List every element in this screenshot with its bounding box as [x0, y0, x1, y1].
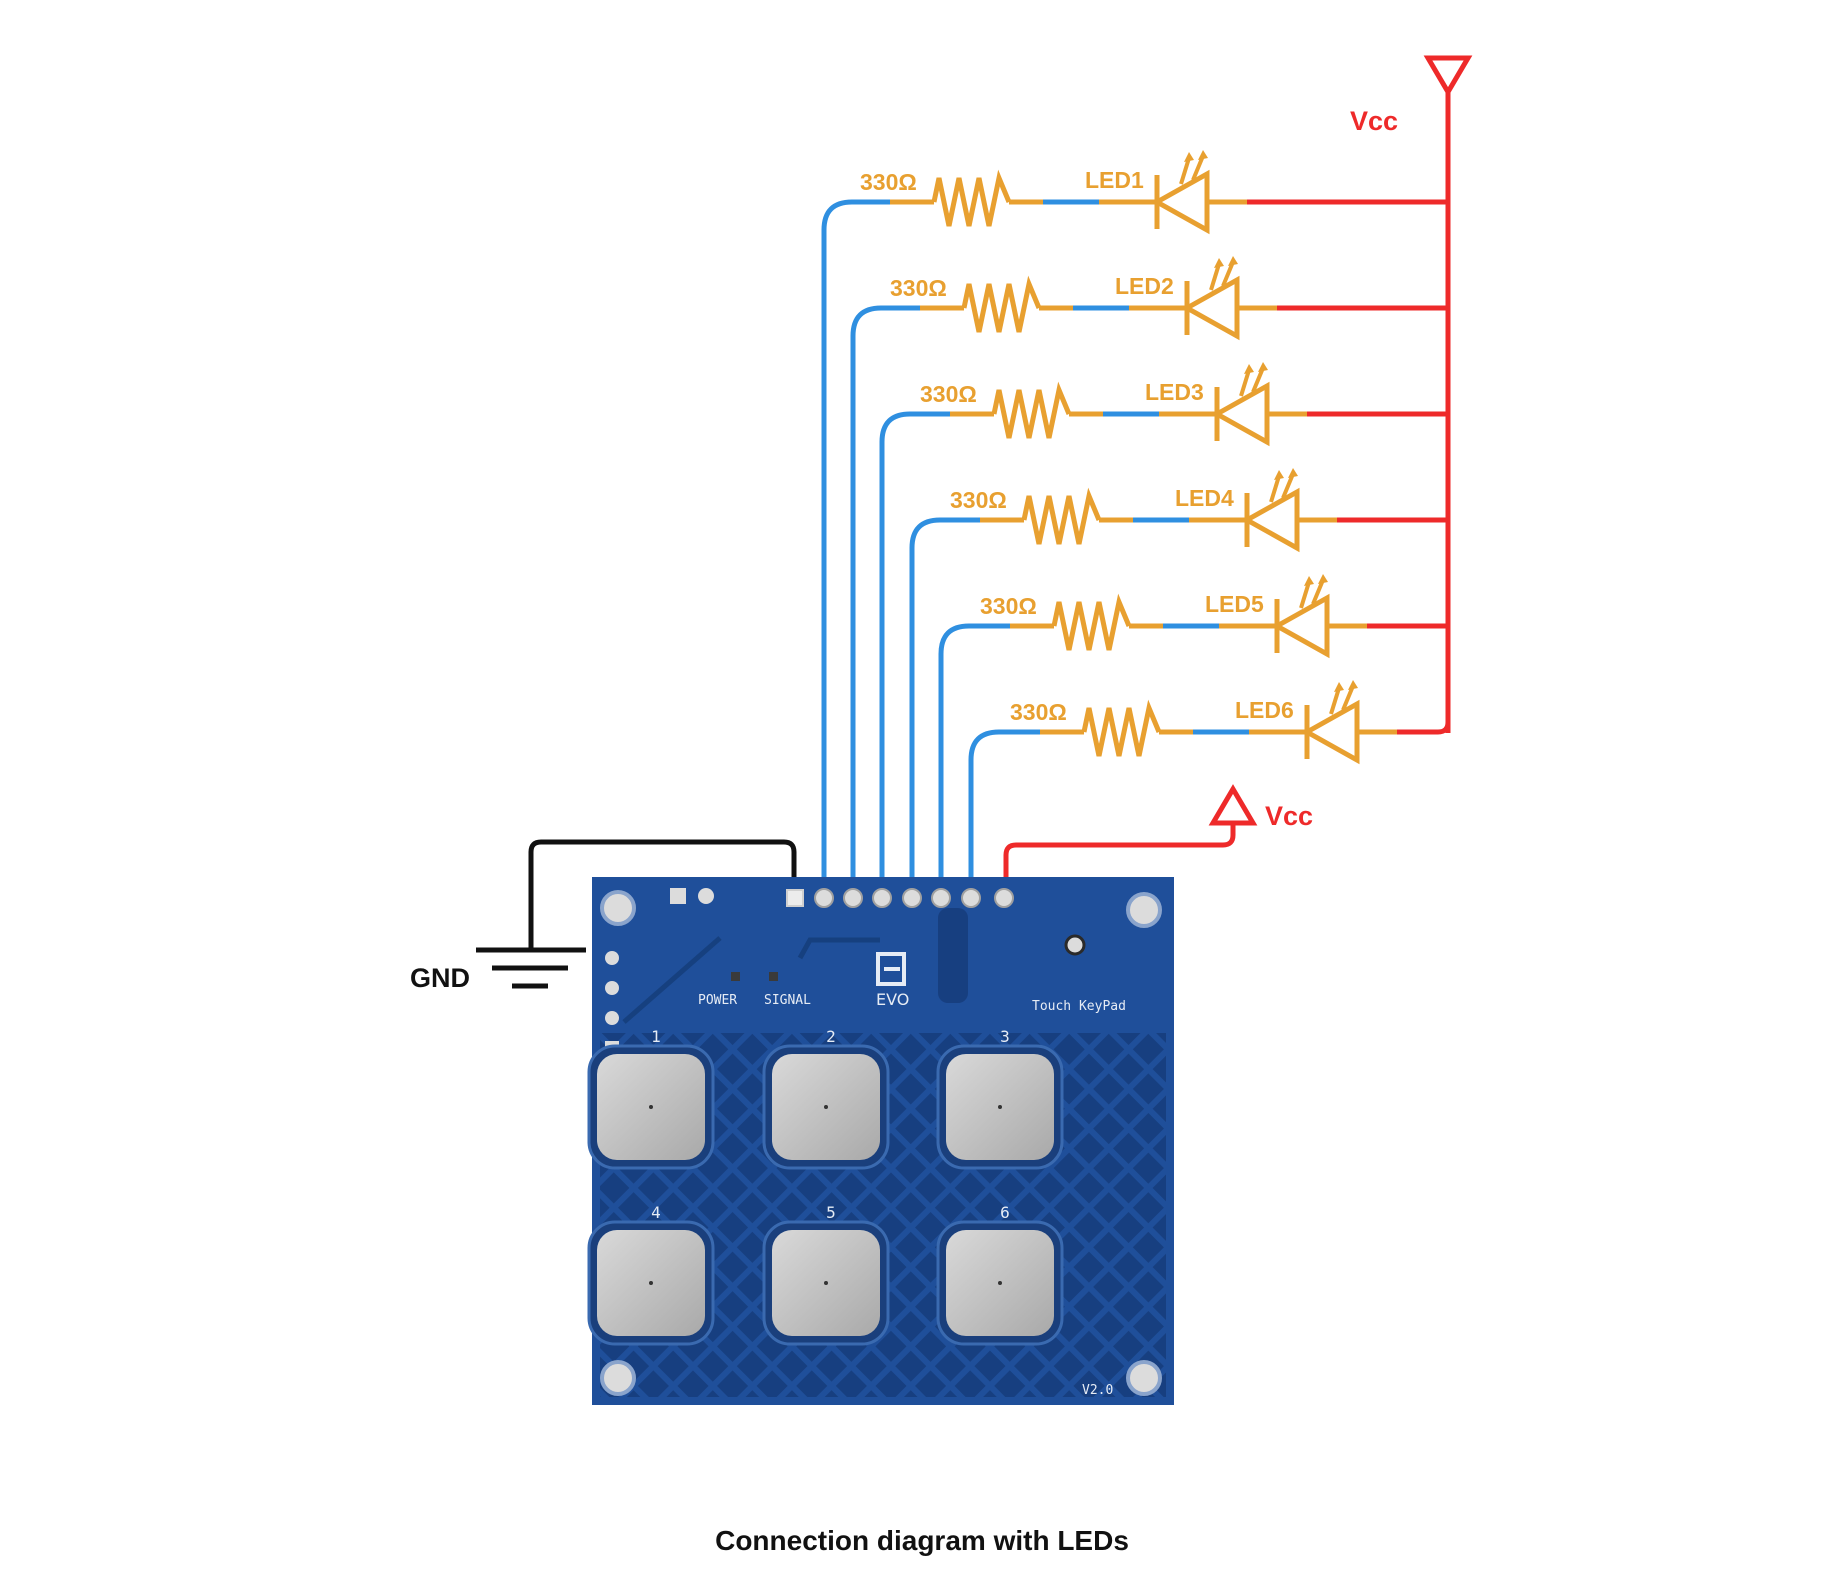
vcc-board-symbol: [1208, 784, 1258, 826]
evo-logo: EVO: [876, 952, 909, 1009]
led-label: LED1: [1085, 167, 1144, 193]
led-channel-5: 330Ω LED5: [938, 574, 1448, 893]
signal-wire: [879, 411, 950, 893]
vcc-top-label: Vcc: [1350, 106, 1398, 136]
signal-label: SIGNAL: [764, 993, 811, 1008]
touch-keypad-board: POWER SIGNAL EVO Touch KeyPad V2.0 1 2 3 4 5…: [587, 877, 1174, 1405]
pad-number: 6: [1000, 1203, 1010, 1222]
led-label: LED5: [1205, 591, 1264, 617]
resistor-label: 330Ω: [920, 381, 977, 407]
resistor-label: 330Ω: [1010, 699, 1067, 725]
led-channels: 330Ω LED1 330Ω LED2 330Ω LED3 330Ω LED4 330Ω LED5…: [821, 150, 1451, 893]
signal-wire: [850, 305, 920, 893]
resistor: [991, 381, 1072, 439]
led-label: LED4: [1175, 485, 1234, 511]
product-label: Touch KeyPad: [1032, 999, 1126, 1014]
led-label: LED3: [1145, 379, 1204, 405]
led-label: LED2: [1115, 273, 1174, 299]
caption: Connection diagram with LEDs: [715, 1525, 1129, 1556]
resistor: [931, 169, 1012, 227]
led-channel-4: 330Ω LED4: [909, 468, 1448, 893]
pad-number: 3: [1000, 1027, 1010, 1046]
touch-pads: 1 2 3 4 5 6: [587, 1027, 1064, 1346]
resistor: [1051, 593, 1132, 651]
signal-wire: [821, 199, 890, 893]
mount-hole: [1126, 1360, 1162, 1396]
mount-hole: [1126, 892, 1162, 928]
touch-pad-6[interactable]: 6: [936, 1203, 1064, 1346]
resistor-label: 330Ω: [890, 275, 947, 301]
resistor: [961, 275, 1042, 333]
pad-number: 5: [826, 1203, 836, 1222]
resistor: [1081, 699, 1162, 757]
gnd-label: GND: [410, 963, 470, 993]
signal-wire: [909, 517, 980, 893]
touch-pad-4[interactable]: 4: [587, 1203, 715, 1346]
led-channel-6: 330Ω LED6: [968, 680, 1451, 893]
resistor-label: 330Ω: [980, 593, 1037, 619]
resistor: [1021, 487, 1102, 545]
touch-pad-3[interactable]: 3: [936, 1027, 1064, 1170]
touch-pad-2[interactable]: 2: [762, 1027, 890, 1170]
vcc-top-symbol: [1423, 55, 1473, 97]
header-pins: [670, 888, 1014, 908]
version-label: V2.0: [1082, 1383, 1113, 1398]
vcc-wire: [1397, 721, 1451, 735]
touch-pad-1[interactable]: 1: [587, 1027, 715, 1170]
mount-hole: [600, 890, 636, 926]
led-label: LED6: [1235, 697, 1294, 723]
pad-number: 1: [651, 1027, 661, 1046]
logo-text: EVO: [876, 990, 909, 1009]
vcc-board-wire: [1003, 823, 1236, 900]
ground-symbol: [476, 839, 797, 989]
pad-number: 4: [651, 1203, 661, 1222]
mount-hole: [600, 1360, 636, 1396]
resistor-label: 330Ω: [860, 169, 917, 195]
touch-pad-5[interactable]: 5: [762, 1203, 890, 1346]
vcc-board-label: Vcc: [1265, 801, 1313, 831]
power-label: POWER: [698, 993, 737, 1008]
signal-wire: [968, 729, 1040, 893]
led-channel-1: 330Ω LED1: [821, 150, 1448, 893]
led-channel-2: 330Ω LED2: [850, 256, 1448, 893]
pad-number: 2: [826, 1027, 836, 1046]
signal-wire: [938, 623, 1010, 893]
led-channel-3: 330Ω LED3: [879, 362, 1448, 893]
resistor-label: 330Ω: [950, 487, 1007, 513]
